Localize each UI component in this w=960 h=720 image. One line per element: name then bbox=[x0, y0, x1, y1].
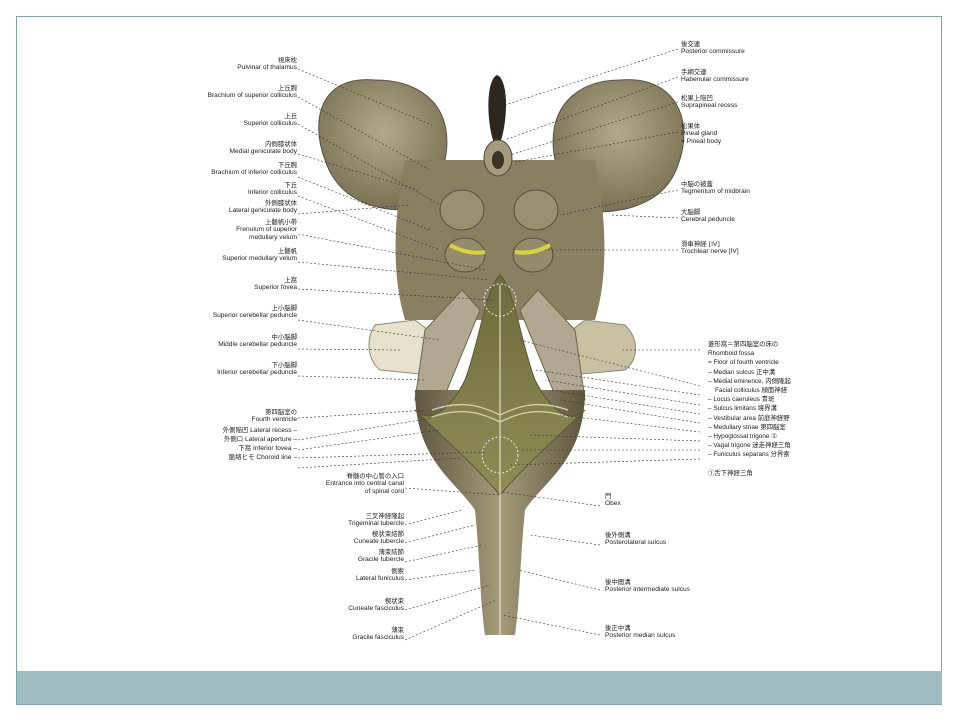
rhomboid-row: – Median sulcus 正中溝 bbox=[708, 368, 776, 376]
footer-bar bbox=[17, 671, 942, 704]
rhomboid-row: – Vestibular area 前庭神経野 bbox=[708, 414, 790, 422]
rhomboid-row: = Floor of fourth ventricle bbox=[708, 359, 779, 367]
brainstem-illustration bbox=[297, 48, 701, 641]
label-lateral-aperture: 外側口 Lateral aperture – bbox=[223, 435, 297, 443]
rhomboid-row: – Medullary striae 第四脳室 bbox=[708, 423, 786, 431]
label-inferior-fovea: 下窩 Inferior fovea – bbox=[238, 444, 297, 452]
rhomboid-row: – Sulcus limitans 境界溝 bbox=[708, 405, 777, 413]
rhomboid-footnote: ①舌下神経三角 bbox=[708, 469, 753, 477]
rhomboid-row: – Vagal trigone 迷走神経三角 bbox=[708, 442, 791, 450]
rhomboid-fossa-list: 菱形窩＝第四脳室の床の Rhomboid fossa = Floor of fo… bbox=[708, 340, 791, 478]
rhomboid-title-en: Rhomboid fossa bbox=[708, 350, 755, 358]
label-trochlear-nerve: 滑車神経 [IV]Trochlear nerve [IV] bbox=[681, 240, 739, 255]
rhomboid-row: – Funiculus separans 分界索 bbox=[708, 451, 790, 459]
rhomboid-row: – Medial eminence, 内側隆起 bbox=[708, 377, 791, 385]
rhomboid-row: – Locus caeruleus 青斑 bbox=[708, 396, 775, 404]
rhomboid-row: Facial colliculus 顔面神経 bbox=[715, 387, 788, 395]
rhomboid-row: – Hypoglossal trigone ① bbox=[708, 433, 777, 441]
label-choroid-line: 脈絡ヒモ Choroid line – bbox=[228, 453, 297, 461]
label-lateral-recess: 外側陥凹 Lateral recess – bbox=[222, 426, 297, 434]
rhomboid-title-jp: 菱形窩＝第四脳室の床の bbox=[708, 340, 779, 348]
